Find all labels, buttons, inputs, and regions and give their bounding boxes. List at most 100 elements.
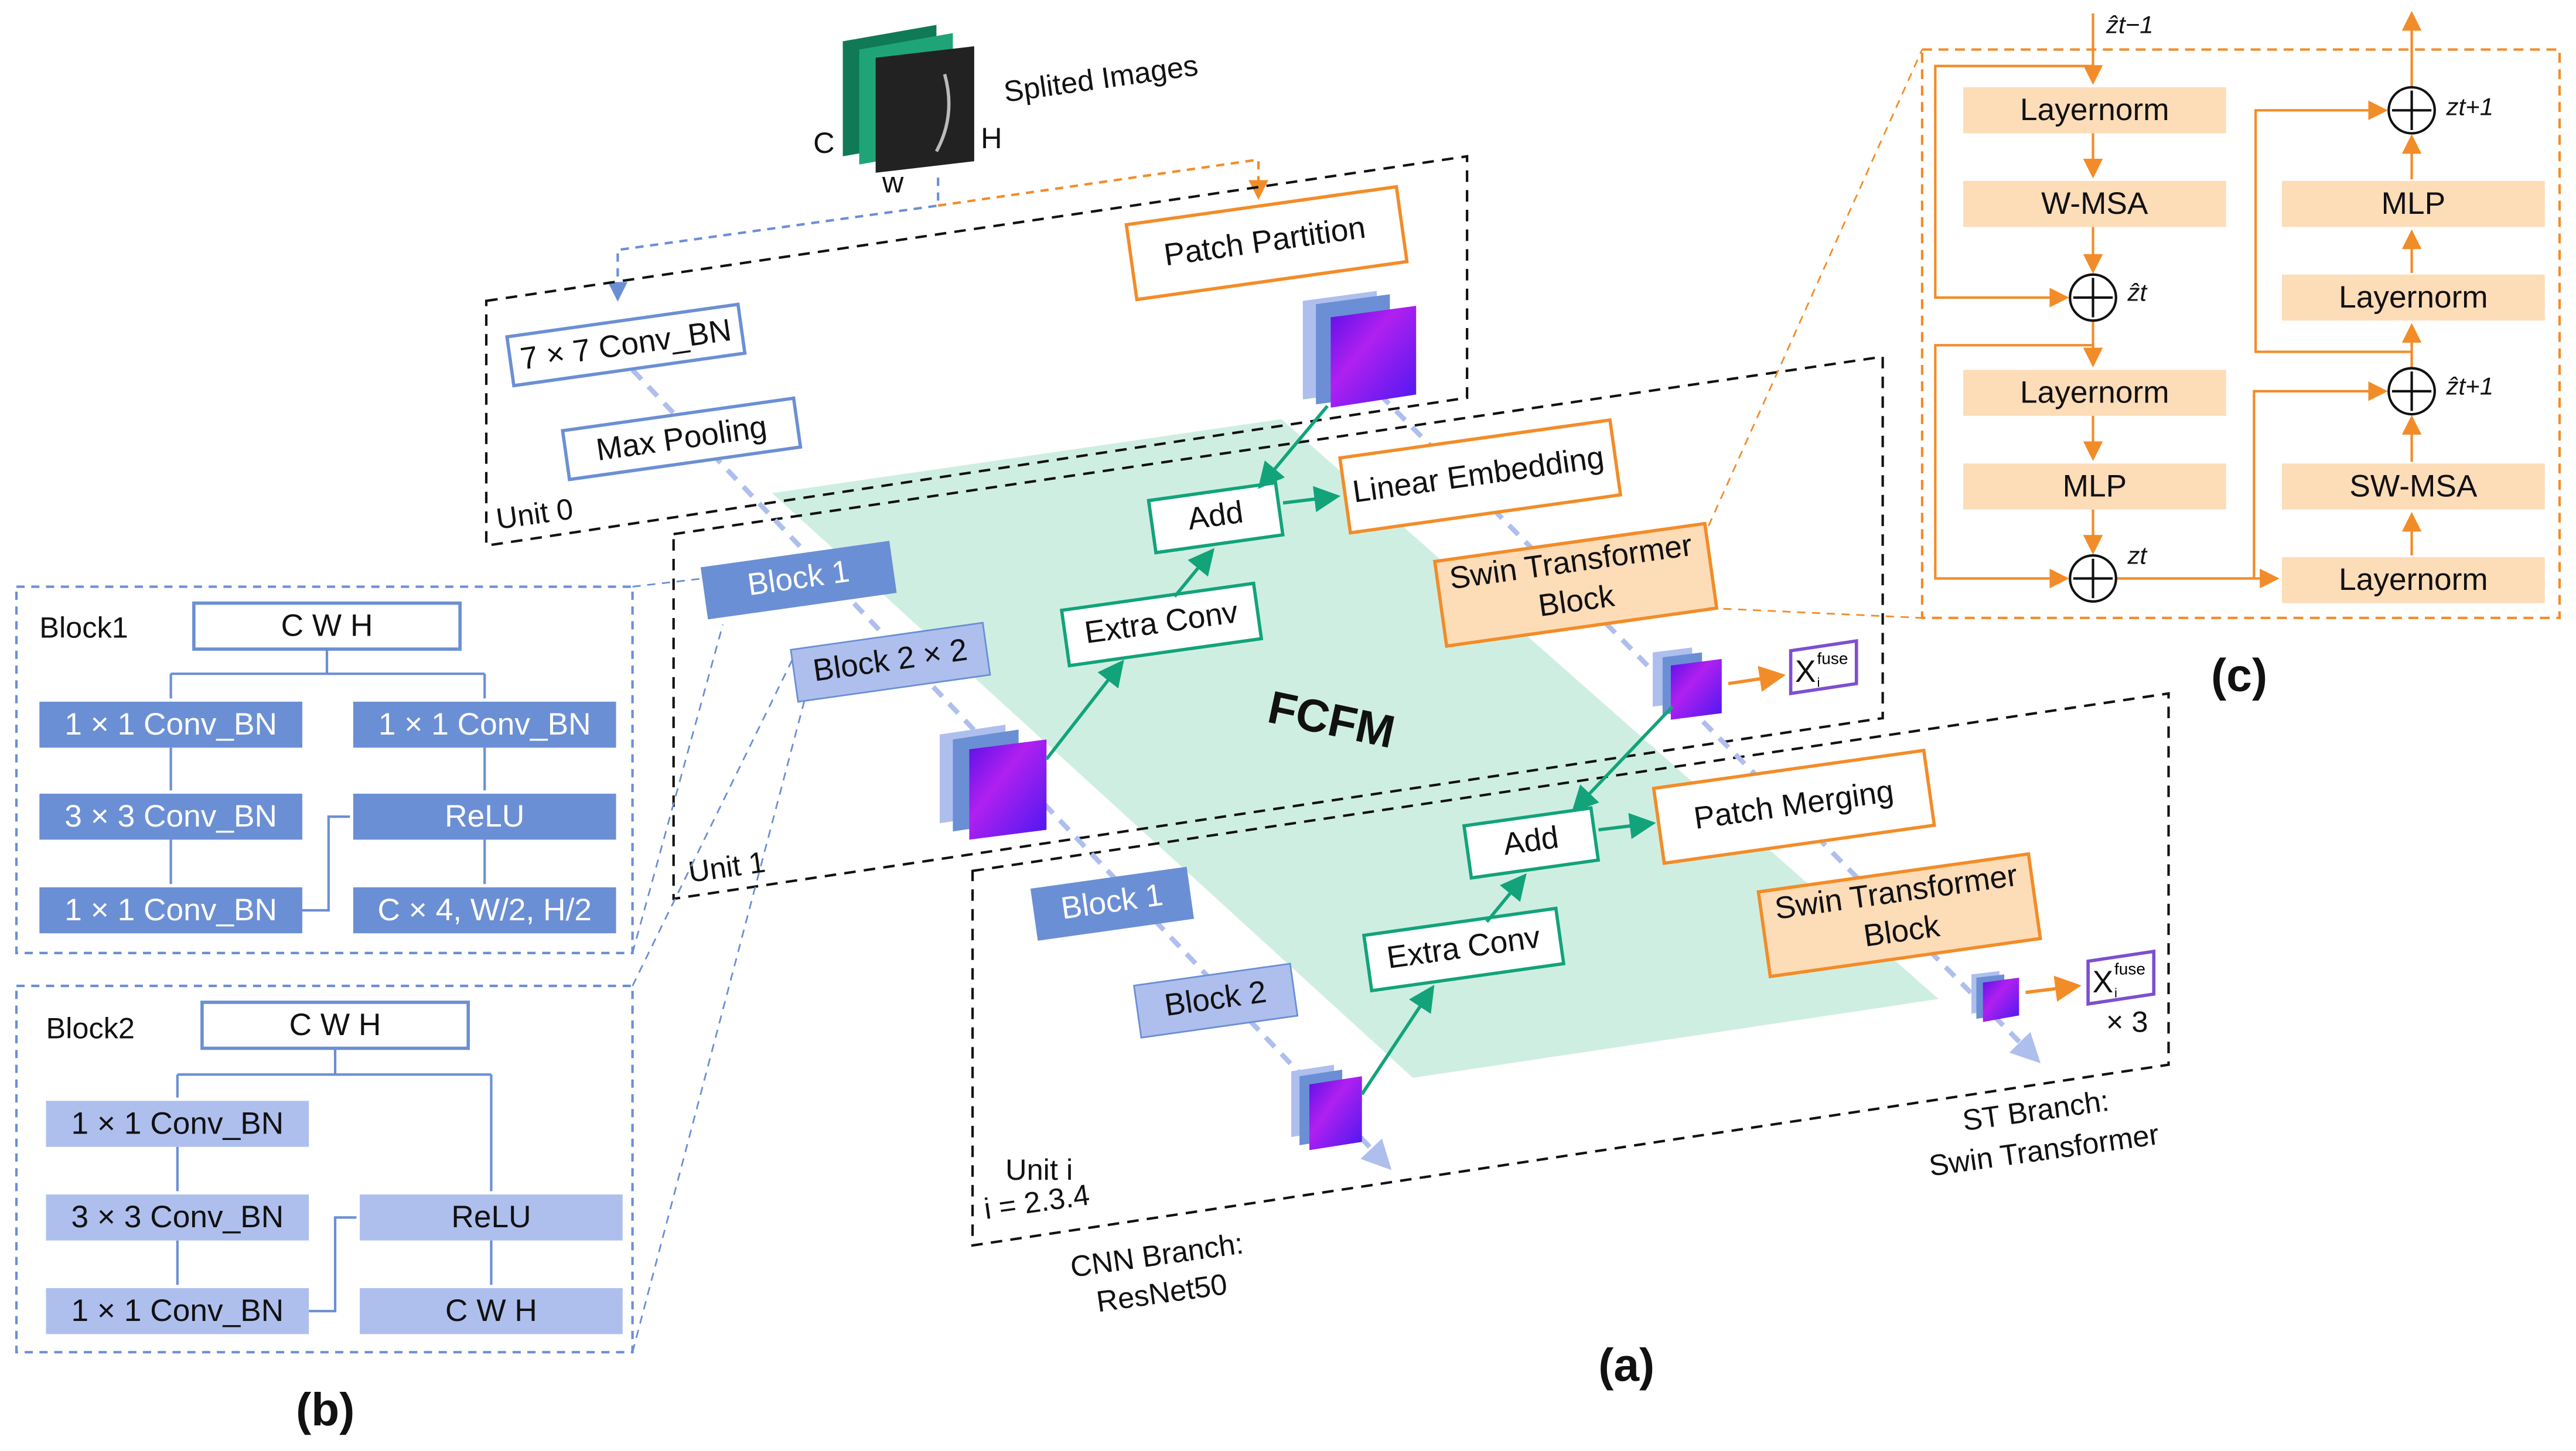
block1-input-label: C W H (281, 609, 373, 643)
st-branch-2: Swin Transformer (1927, 1117, 2161, 1182)
block2-right-1: C W H (445, 1293, 537, 1328)
swin-right-2: SW-MSA (2349, 469, 2477, 503)
splited-images-icon (842, 25, 974, 173)
block1-input-box (192, 601, 462, 651)
arrow-extraconvi-addi (1485, 873, 1527, 923)
repeat-label: × 3 (2106, 1005, 2148, 1038)
arrow-add1-linear (1282, 486, 1341, 513)
maxpool-box (561, 396, 803, 482)
swin-left-column: Layernorm W-MSA Layernorm MLP (1963, 87, 2226, 510)
input-arrow-st (937, 158, 1268, 207)
block1-right-0: 1 × 1 Conv_BN (378, 707, 591, 742)
block1-left-column: 1 × 1 Conv_BN 3 × 3 Conv_BN 1 × 1 Conv_B… (39, 701, 302, 934)
block1-right-column: 1 × 1 Conv_BN ReLU C × 4, W/2, H/2 (353, 701, 616, 934)
xfusei-sub: i (2114, 986, 2117, 1001)
block1-connectors (169, 649, 486, 912)
addi-box[interactable] (1462, 806, 1601, 880)
swin-left-1: W-MSA (2041, 186, 2148, 221)
block2-right-column: ReLU C W H (360, 1194, 623, 1334)
feature-map-cnni (1291, 1064, 1362, 1150)
arrow-st0-add1 (1258, 405, 1329, 489)
block2-left-0: 1 × 1 Conv_BN (71, 1106, 284, 1141)
uniti-box (971, 692, 2170, 1247)
block2-input-label: C W H (289, 1008, 381, 1042)
block1-title: Block1 (39, 610, 128, 644)
swin-block1-box[interactable] (1432, 521, 1719, 648)
patch-partition-box (1124, 185, 1409, 302)
residual-add-icons (2069, 86, 2436, 603)
plus-circle-icon (2387, 367, 2436, 416)
swin-detail-box (1920, 48, 2561, 619)
block2-left-1: 3 × 3 Conv_BN (71, 1200, 284, 1234)
block2-left-2: 1 × 1 Conv_BN (71, 1293, 284, 1328)
panel-a-label: (a) (1598, 1339, 1654, 1391)
swin-left-2: Layernorm (2020, 375, 2169, 410)
block2-title: Block2 (46, 1012, 135, 1045)
arrow-sti-xfuse (2025, 975, 2082, 1002)
z-t-label: zt (2127, 541, 2148, 569)
block1-right-1: ReLU (445, 799, 524, 834)
plus-circle-icon (2069, 273, 2117, 322)
splited-images-label: Splited Images (1002, 48, 1200, 108)
z-hat-t-label: ẑt (2127, 279, 2148, 306)
dim-h: H (981, 121, 1002, 155)
z-hat-t1-label: ẑt+1 (2445, 372, 2493, 400)
arrow-st1-xfuse (1728, 665, 1786, 692)
swin-right-column: MLP Layernorm SW-MSA Layernorm (2282, 180, 2545, 603)
feature-map-st0 (1302, 291, 1417, 408)
addi-label: Add (1501, 820, 1561, 862)
arrow-addi-patchmerging (1598, 812, 1656, 839)
feature-map-st1 (1653, 647, 1722, 720)
blocki2-box[interactable] (1132, 962, 1299, 1039)
feature-map-cnn1 (940, 725, 1047, 840)
add1-label: Add (1186, 495, 1246, 537)
swin-right-1: Layernorm (2339, 280, 2488, 315)
patch-merging-box[interactable] (1652, 748, 1936, 865)
linear-embedding-box[interactable] (1338, 418, 1623, 535)
add1-box[interactable] (1147, 480, 1285, 555)
extra-conv1-box[interactable] (1059, 581, 1264, 668)
connector-block2 (632, 657, 806, 1353)
swin-right-3: Layernorm (2339, 562, 2488, 597)
unit0-box (485, 155, 1469, 547)
z-t1-label: zt+1 (2445, 93, 2493, 121)
block1-left-0: 1 × 1 Conv_BN (64, 707, 277, 742)
block2-right-0: ReLU (451, 1200, 531, 1234)
fcfm-plane (772, 419, 1939, 1078)
unit1-box (672, 355, 1884, 900)
swin-left-0: Layernorm (2020, 93, 2169, 127)
plus-circle-icon (2069, 554, 2117, 603)
swin-blocki-box[interactable] (1756, 852, 2042, 979)
conv7-box (505, 302, 747, 388)
xfusei-box: X fuse i (2086, 949, 2156, 1006)
block1-right-2: C × 4, W/2, H/2 (377, 893, 592, 927)
swin-connectors (1934, 11, 2422, 589)
swin-right-0: MLP (2381, 186, 2446, 221)
block2-left-column: 1 × 1 Conv_BN 3 × 3 Conv_BN 1 × 1 Conv_B… (46, 1101, 309, 1334)
xfuse1-box: X fuse i (1789, 639, 1858, 696)
connector-block1 (632, 578, 724, 954)
block1-left-1: 3 × 3 Conv_BN (64, 799, 277, 834)
swin-left-3: MLP (2063, 469, 2127, 503)
input-arrow-cnn (608, 177, 940, 302)
extra-convi-box[interactable] (1362, 906, 1566, 993)
plus-circle-icon (2387, 86, 2436, 135)
uniti-range: i = 2.3.4 (982, 1177, 1091, 1225)
uniti-label: Unit i (1005, 1153, 1073, 1186)
blocki1-box[interactable] (1030, 866, 1194, 941)
arrow-cnni-extraconv (1360, 985, 1435, 1095)
xfuse1-sup: fuse (1817, 649, 1848, 667)
feature-map-sti (1971, 971, 2019, 1022)
xfuse1-sub: i (1817, 675, 1820, 690)
xfusei-sup: fuse (2114, 960, 2145, 978)
dim-w: w (882, 166, 904, 199)
block1-left-2: 1 × 1 Conv_BN (64, 893, 277, 927)
panel-b-label: (b) (296, 1384, 354, 1435)
connector-swin (1708, 49, 1923, 619)
xfusei-x: X (2093, 965, 2114, 999)
block1-box[interactable] (700, 541, 897, 620)
arrow-extraconv-add1 (1173, 548, 1215, 598)
block2x2-box[interactable] (790, 622, 991, 703)
